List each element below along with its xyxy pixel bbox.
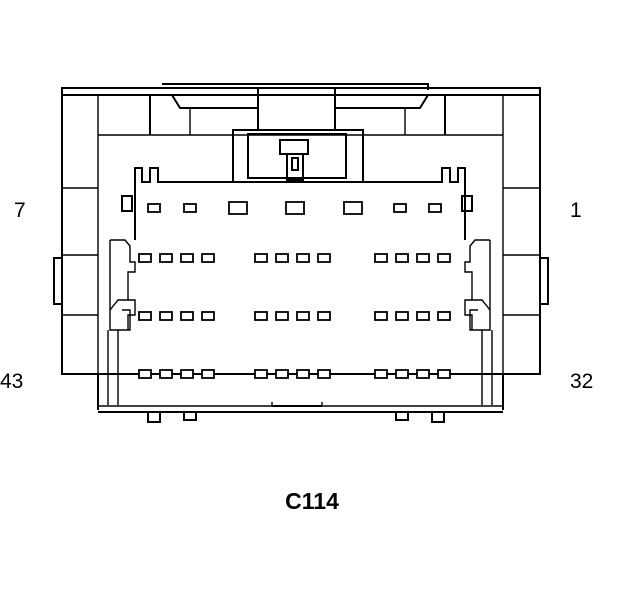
pin-cavity	[395, 311, 409, 321]
pin-cavity	[317, 253, 331, 263]
cavity	[285, 201, 305, 215]
pin-cavity	[395, 253, 409, 263]
pin-cavity	[374, 369, 388, 379]
pin-cavity	[159, 369, 173, 379]
pin-cavity	[437, 253, 451, 263]
pin-cavity	[138, 369, 152, 379]
pin-label-1: 1	[570, 199, 582, 222]
pin-cavity	[138, 253, 152, 263]
pin-cavity	[138, 311, 152, 321]
cavity	[428, 203, 442, 213]
pin-cavity	[201, 369, 215, 379]
pin-cavity	[416, 369, 430, 379]
top-latch	[97, 83, 504, 374]
pin-cavity	[275, 253, 289, 263]
pin-cavity	[296, 369, 310, 379]
pin-label-43: 43	[0, 370, 24, 393]
pin-cavity	[416, 311, 430, 321]
pin-cavity	[254, 253, 268, 263]
pin-label-7: 7	[14, 199, 26, 222]
cavity	[343, 201, 363, 215]
pin-cavity	[201, 253, 215, 263]
top-cavity-row	[147, 201, 442, 215]
bottom-feet	[147, 402, 445, 423]
pin-cavity	[437, 369, 451, 379]
pin-cavity	[180, 311, 194, 321]
pin-cavity	[254, 311, 268, 321]
pin-cavity	[275, 369, 289, 379]
pin-cavity	[416, 253, 430, 263]
pin-cavity	[317, 311, 331, 321]
pin-label-32: 32	[570, 370, 594, 393]
pin-cavity-grid	[138, 253, 451, 379]
cavity	[393, 203, 407, 213]
pin-cavity	[374, 311, 388, 321]
pin-cavity	[395, 369, 409, 379]
pin-cavity	[159, 253, 173, 263]
pin-cavity	[374, 253, 388, 263]
pin-cavity	[159, 311, 173, 321]
pin-cavity	[254, 369, 268, 379]
pin-cavity	[180, 369, 194, 379]
connector-title: C114	[285, 488, 339, 514]
pin-cavity	[437, 311, 451, 321]
pin-cavity	[201, 311, 215, 321]
pin-cavity	[296, 311, 310, 321]
pin-cavity	[275, 311, 289, 321]
cavity	[183, 203, 197, 213]
cavity	[147, 203, 161, 213]
pin-cavity	[180, 253, 194, 263]
pin-cavity	[317, 369, 331, 379]
cavity	[228, 201, 248, 215]
pin-cavity	[296, 253, 310, 263]
